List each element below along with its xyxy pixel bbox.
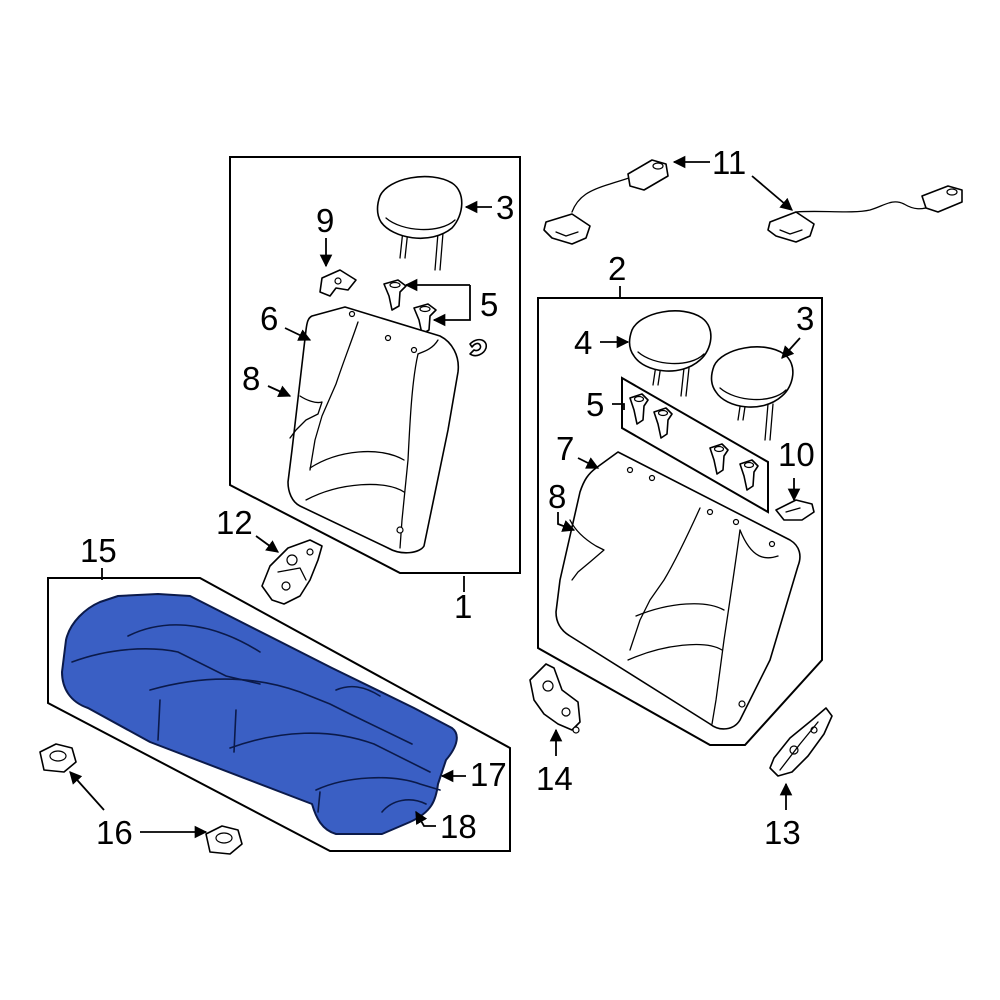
callout-2: 2 (608, 250, 626, 287)
callout-3-left: 3 (496, 189, 514, 226)
headrest-right-icon[interactable] (710, 346, 794, 441)
guide-group-frame (621, 376, 769, 514)
callout-6: 6 (260, 300, 278, 337)
wire-hook-icon (469, 338, 488, 357)
cushion-clip-icon[interactable] (39, 743, 243, 855)
callout-11: 11 (712, 144, 746, 181)
seatback-right-icon[interactable] (555, 451, 801, 730)
headrest-center-icon[interactable] (628, 310, 712, 397)
hinge-bracket-14-icon[interactable] (529, 663, 581, 734)
group-frame-2 (537, 297, 823, 746)
callout-10: 10 (778, 436, 815, 473)
callout-9: 9 (316, 202, 334, 239)
hinge-bracket-13-icon[interactable] (769, 707, 833, 777)
seat-cushion-icon[interactable] (61, 593, 458, 835)
callout-3-right: 3 (796, 300, 814, 337)
callout-12: 12 (216, 504, 253, 541)
hinge-bracket-12-icon[interactable] (261, 539, 323, 605)
callout-7: 7 (556, 430, 574, 467)
headrest-guide-icon[interactable] (383, 279, 437, 335)
callout-8-right: 8 (548, 478, 566, 515)
seatback-clip-icon[interactable] (319, 269, 357, 297)
seatback-left-icon[interactable] (287, 306, 460, 554)
leader-lines (69, 155, 801, 839)
callout-17: 17 (470, 756, 507, 793)
group-frame-1 (229, 156, 521, 574)
headrest-icon[interactable] (376, 175, 463, 271)
callout-5-left: 5 (480, 286, 498, 323)
callout-15: 15 (80, 532, 117, 569)
callout-14: 14 (536, 760, 573, 797)
callout-16: 16 (96, 814, 133, 851)
group-frame-15 (47, 577, 511, 852)
headrest-guides-icon[interactable] (629, 393, 759, 491)
callout-8-left: 8 (242, 360, 260, 397)
seat-belt-buckle-harness-icon[interactable] (543, 159, 963, 245)
callout-18: 18 (440, 808, 477, 845)
callout-4: 4 (574, 324, 592, 361)
seatback-clip-right-icon[interactable] (775, 499, 815, 521)
callout-13: 13 (764, 814, 801, 851)
callout-5-right: 5 (586, 386, 604, 423)
callout-1: 1 (454, 588, 472, 625)
